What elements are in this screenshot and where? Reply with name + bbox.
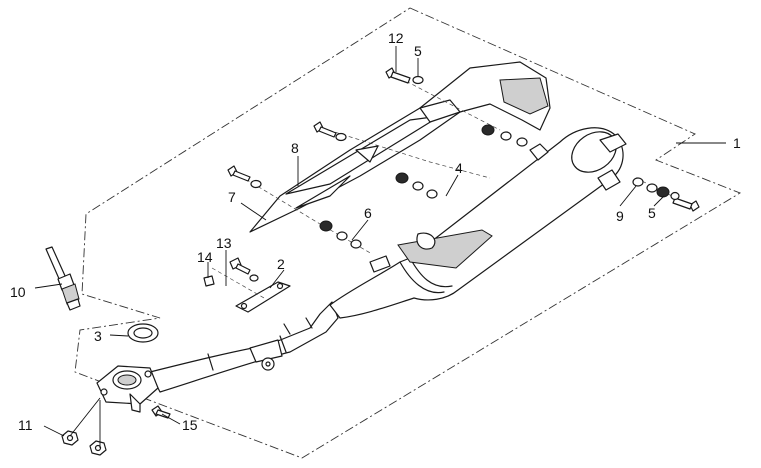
callout-13: 13 [216,235,232,251]
washer-5-rear [670,191,680,201]
heat-shield [249,61,551,233]
spacer-f [350,239,362,249]
washer-lower [250,179,262,189]
callout-7: 7 [228,189,236,205]
washer-9 [632,177,644,187]
callout-9: 9 [616,208,624,224]
washer-5-top [412,75,424,85]
exhaust-gasket [127,323,159,343]
callout-8: 8 [291,140,299,156]
mount-plate [235,281,291,313]
spacer-c [412,181,424,191]
spacer-e [336,231,348,241]
flange-nut-right [89,440,107,456]
spacer-a [500,131,512,141]
bolt-upper-shield [313,121,337,138]
callout-4: 4 [455,160,463,176]
spacer-d [426,189,438,199]
leader-lines [34,46,726,448]
bolt-lower-shield [227,165,251,182]
callout-3: 3 [94,328,102,344]
callout-5-rear: 5 [648,205,656,221]
bolt-12 [385,67,411,84]
header-pipe [149,301,339,393]
assembly-boundary [74,7,742,459]
callout-11: 11 [18,417,33,433]
washer-13 [249,274,259,282]
callout-14: 14 [197,249,213,265]
flange-nut-left [61,430,79,446]
callout-10: 10 [10,284,26,300]
muffler [329,127,627,319]
washer-upper [335,132,347,142]
callout-5-top: 5 [414,43,422,59]
exhaust-flange [96,365,159,413]
callout-15: 15 [182,417,198,433]
grommet-a [481,124,495,136]
callout-2: 2 [277,256,285,272]
bolt-rear [672,197,700,212]
grommet-c [319,220,333,232]
grommet-9 [656,186,670,198]
callout-1: 1 [733,135,741,151]
bolt-13 [229,257,251,275]
callout-12: 12 [388,30,404,46]
spacer-9 [646,183,658,193]
oxygen-sensor [45,246,81,311]
bolt-14 [203,275,215,287]
callout-6: 6 [364,205,372,221]
spacer-b [516,137,528,147]
bolt-15 [151,405,171,419]
grommet-b [395,172,409,184]
